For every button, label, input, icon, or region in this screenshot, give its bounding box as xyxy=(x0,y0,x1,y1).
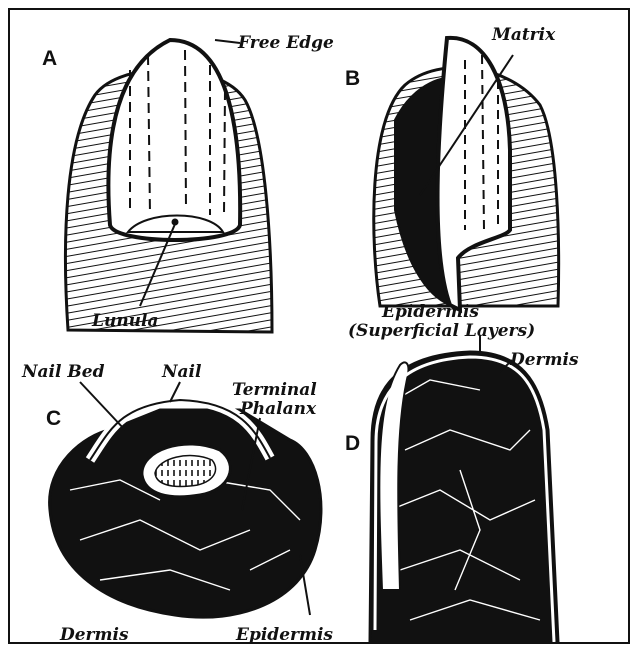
panel-b: B Matrix xyxy=(345,25,559,310)
label-epidermis-d: Epidermis xyxy=(381,302,479,322)
label-free-edge: Free Edge xyxy=(237,33,334,53)
label-superficial-layers: (Superficial Layers) xyxy=(348,321,535,341)
label-lunula: Lunula xyxy=(91,311,159,331)
label-epidermis-c: Epidermis xyxy=(235,625,333,642)
nail-anatomy-diagram: A Free Edge Lunula B Matrix C Nail Bed N… xyxy=(10,10,628,642)
free-edge-pointer xyxy=(215,40,240,43)
panel-letter-b: B xyxy=(345,67,360,90)
label-phalanx: Phalanx xyxy=(239,399,317,419)
label-dermis-c: Dermis xyxy=(59,625,129,642)
label-nail-bed: Nail Bed xyxy=(21,362,105,382)
panel-letter-c: C xyxy=(46,407,61,430)
panel-c: C Nail Bed Nail Terminal Phalanx Dermis … xyxy=(21,362,333,642)
panel-letter-a: A xyxy=(42,47,57,70)
label-nail: Nail xyxy=(161,362,202,382)
panel-a: A Free Edge Lunula xyxy=(42,33,334,332)
nail-bed-pointer xyxy=(80,382,125,430)
label-terminal: Terminal xyxy=(232,380,317,400)
label-matrix: Matrix xyxy=(491,25,556,45)
cross-section-c xyxy=(50,410,321,617)
illustration-frame: A Free Edge Lunula B Matrix C Nail Bed N… xyxy=(8,8,630,644)
panel-d: D Epidermis (Superficial Layers) Dermis xyxy=(345,302,579,642)
label-dermis-d: Dermis xyxy=(509,350,579,370)
panel-letter-d: D xyxy=(345,432,360,455)
nail-plate-a xyxy=(108,40,240,240)
